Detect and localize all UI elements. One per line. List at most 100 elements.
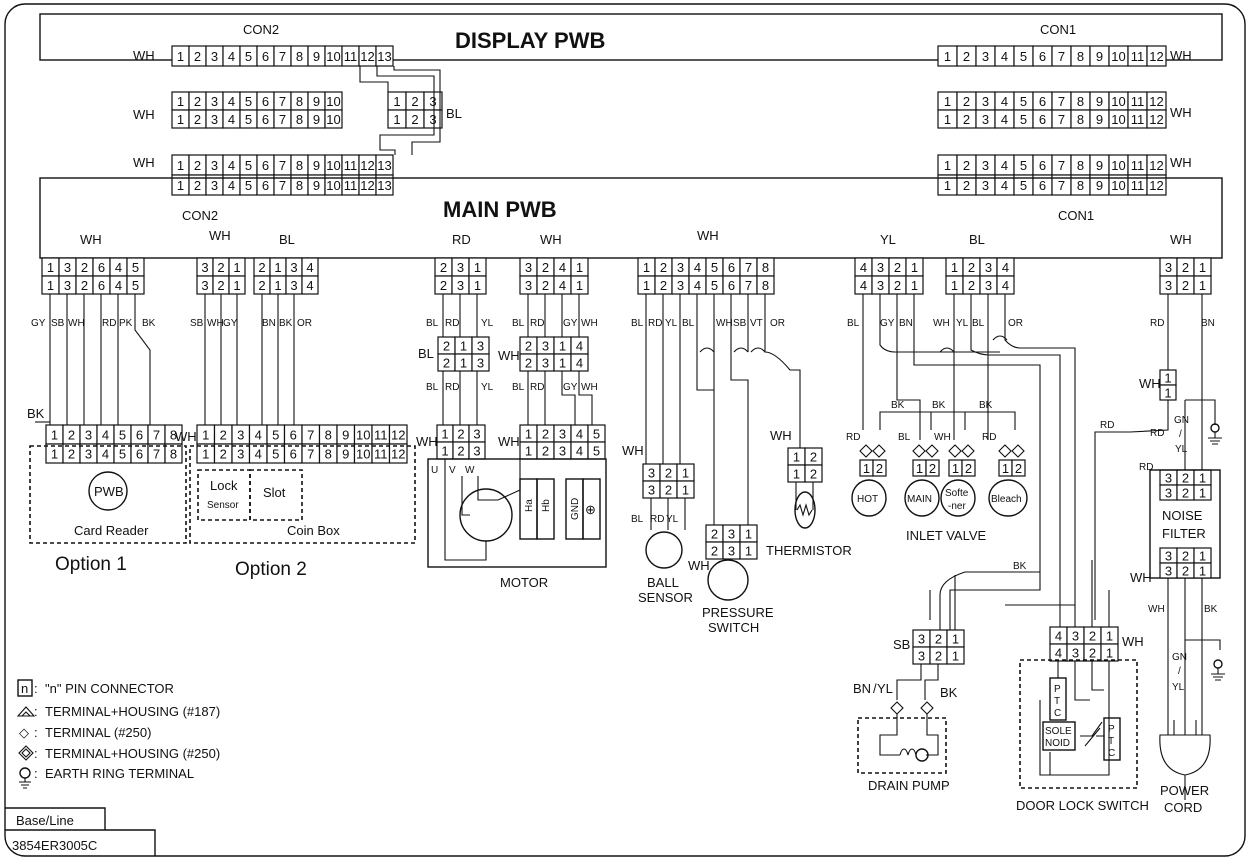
harness-10pin-a-pin-label: 3 [211,94,218,109]
hdr-coin-b1-pin-label: 1 [274,260,281,275]
door-switch-symbol [1080,721,1104,747]
hdr-wh-sensors: WH [697,228,719,243]
hot-terminals-pin-label: 1 [863,461,870,476]
sensor-wires [645,294,801,525]
harness-12pin-b-pin-label: 9 [1096,112,1103,127]
coin-wire-wh: WH [207,318,224,329]
harness-bl-3pin-a-pin-label: 2 [411,94,418,109]
ps-3pin-b-cell [739,541,758,560]
harness-12pin-d-pin-label: 1 [944,178,951,193]
coin-12pin-a-pin-label: 1 [202,428,209,443]
s-wh: WH [716,318,733,329]
pw-top-wires [1094,294,1203,620]
option1-label: Option 1 [55,554,127,575]
harness-13pin-b-pin-label: 13 [377,178,391,193]
wire-gy: GY [31,318,46,329]
pw-1pin-a-pin-label: 1 [1164,371,1171,386]
inlet-valve-section: BL GY BN WH YL BL OR BK BK BK RD BL WH R… [846,294,1076,630]
mw-gy-1: GY [563,318,578,329]
harness-12pin-d-pin-label: 3 [982,178,989,193]
hdr-valve-yl-b-pin-label: 1 [911,278,918,293]
dp-sb: SB [893,637,910,652]
dl-4pin-a-pin-label: 1 [1106,629,1113,644]
legend: n : "n" PIN CONNECTOR : TERMINAL+HOUSING… [16,679,220,789]
hdr-coin-b1-pin-label: 4 [306,260,313,275]
legend-colon-2: : [34,704,38,719]
nf-3pin-c-pin-label: 2 [1182,549,1189,564]
bleach-terminals-pin-label: 2 [1015,461,1022,476]
coin-box-wires [204,294,295,425]
nf-3pin-d-pin-label: 1 [1199,564,1206,579]
hdr-coin-b2-pin-label: 1 [274,278,281,293]
harness-12pin-b-pin-label: 8 [1077,112,1084,127]
harness-10pin-b-pin-label: 5 [245,112,252,127]
legend-colon-1: : [34,681,38,696]
ps-wh: WH [688,558,710,573]
wire-bk-2: BK [27,406,45,421]
display-con2-connector-pin-label: 3 [211,49,218,64]
harness-12pin-b-pin-label: 1 [944,112,951,127]
motor-bl-3pin-a-pin-label: 2 [443,339,450,354]
m-bl-2: BL [418,346,434,361]
harness-12pin-d-pin-label: 8 [1077,178,1084,193]
ball-wh: WH [622,443,644,458]
harness-left-wh-2: WH [133,155,155,170]
mw-wh-1: WH [581,318,598,329]
hdr-power-a-pin-label: 3 [1165,260,1172,275]
harness-12pin-c-pin-label: 2 [963,158,970,173]
ball-3pin-b-pin-label: 3 [648,483,655,498]
harness-12pin-b-pin-label: 3 [982,112,989,127]
pw-1pin-b-pin-label: 1 [1164,386,1171,401]
s-vt: VT [750,318,763,329]
ball-yl: YL [666,514,679,525]
dl-inner-wires [1039,661,1110,776]
coin-12pin-a-pin-label: 9 [342,428,349,443]
motor-uvw-a-pin-label: 2 [457,427,464,442]
pw-wh2: WH [1148,604,1165,615]
pw-rd: RD [1150,318,1164,329]
hot-label: HOT [857,494,878,505]
ptc-l-t: T [1054,696,1060,707]
nf-3pin-b-cell [1193,484,1212,501]
hall-hb-label: Hb [541,499,552,512]
hdr-sensors-b-pin-label: 1 [643,278,650,293]
hdr-motor-rd-a-pin-label: 2 [440,260,447,275]
hdr-motor-rd-b-pin-label: 2 [440,278,447,293]
hdr-coin-a1-pin-label: 3 [201,260,208,275]
harness-12pin-d-pin-label: 2 [963,178,970,193]
harness-13pin-b-pin-label: 9 [313,178,320,193]
earth-2 [1211,659,1225,681]
bleach-terminals-cell [1011,459,1026,477]
harness-10pin-a-pin-label: 5 [245,94,252,109]
pw-bn: BN [1201,318,1215,329]
legend-housing-250-icon [18,745,34,761]
pressure-switch [707,559,749,601]
hdr-motor-wh-b-pin-label: 1 [576,278,583,293]
hdr-sensors-b-pin-label: 8 [762,278,769,293]
ball-3pin-a-pin-label: 2 [665,466,672,481]
coin-wh-label: WH [175,429,197,444]
legend-colon-4: : [34,746,38,761]
harness-12pin-d-pin-label: 11 [1131,178,1145,193]
hall-hb [536,478,555,540]
hdr-yl-valve: YL [880,232,896,247]
harness-13pin-b-pin-label: 7 [279,178,286,193]
v-bl: BL [847,318,860,329]
harness-13pin-a-pin-label: 12 [360,158,374,173]
harness-13pin-a-pin-label: 1 [177,158,184,173]
pwb-label: PWB [94,484,124,499]
harness-12pin-a-pin-label: 9 [1096,94,1103,109]
valve-crossover [939,335,1008,353]
pw-bk: BK [1204,604,1218,615]
harness-10pin-a-pin-label: 2 [194,94,201,109]
